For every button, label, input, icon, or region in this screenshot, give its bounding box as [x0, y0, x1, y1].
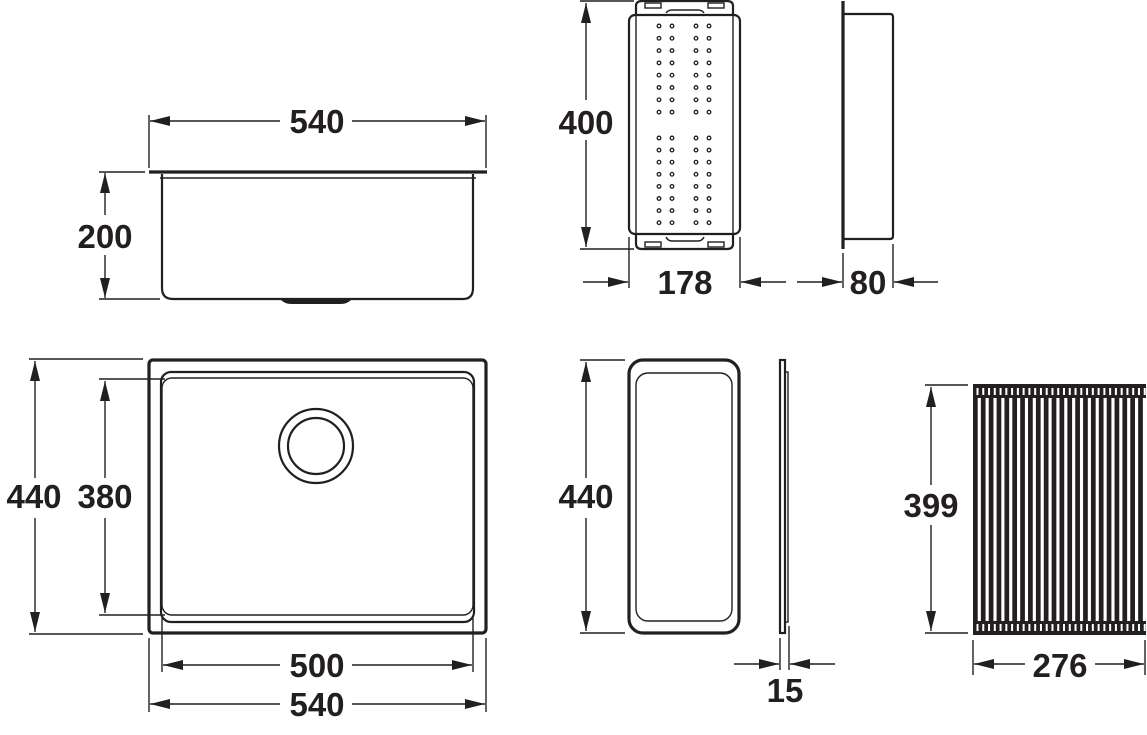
colander-width-label: 178	[657, 264, 712, 301]
rollmat-top-view: 399 276	[903, 384, 1146, 684]
colander-side-outline	[843, 12, 895, 241]
sink-inner-width-label: 500	[289, 647, 344, 684]
drain-ring-inner	[286, 416, 346, 476]
rollmat-bars	[973, 384, 1146, 635]
colander-top-view: 400 178	[558, 0, 786, 301]
sink-outer-height-label: 440	[6, 478, 61, 515]
sink-bowl-edge	[159, 370, 476, 624]
board-thickness-label: 15	[767, 672, 804, 709]
colander-body	[627, 13, 742, 236]
sink-bowl-outline	[160, 174, 475, 301]
rollmat-width-label: 276	[1032, 647, 1087, 684]
sink-side-height-label: 200	[77, 218, 132, 255]
sink-inner-height-label: 380	[77, 478, 132, 515]
sink-outer-width-label: 540	[289, 686, 344, 723]
sink-top-view: 440 380 500 540	[6, 358, 488, 723]
board-height-label: 440	[558, 478, 613, 515]
colander-height-label: 400	[558, 104, 613, 141]
rollmat-height-label: 399	[903, 487, 958, 524]
board-side-view: 15	[734, 358, 835, 709]
colander-depth-label: 80	[850, 264, 887, 301]
sink-outer-flange	[147, 358, 488, 635]
board-side-outline	[778, 358, 787, 635]
board-outline	[627, 358, 741, 635]
colander-side-view: 80	[797, 1, 938, 301]
drain-ring-outer	[277, 407, 355, 485]
drain-outlet	[280, 299, 352, 304]
sink-side-view: 540 200	[77, 103, 487, 304]
board-top-view: 440	[558, 358, 741, 635]
sink-side-width-label: 540	[289, 103, 344, 140]
colander-drain-holes	[656, 23, 712, 226]
